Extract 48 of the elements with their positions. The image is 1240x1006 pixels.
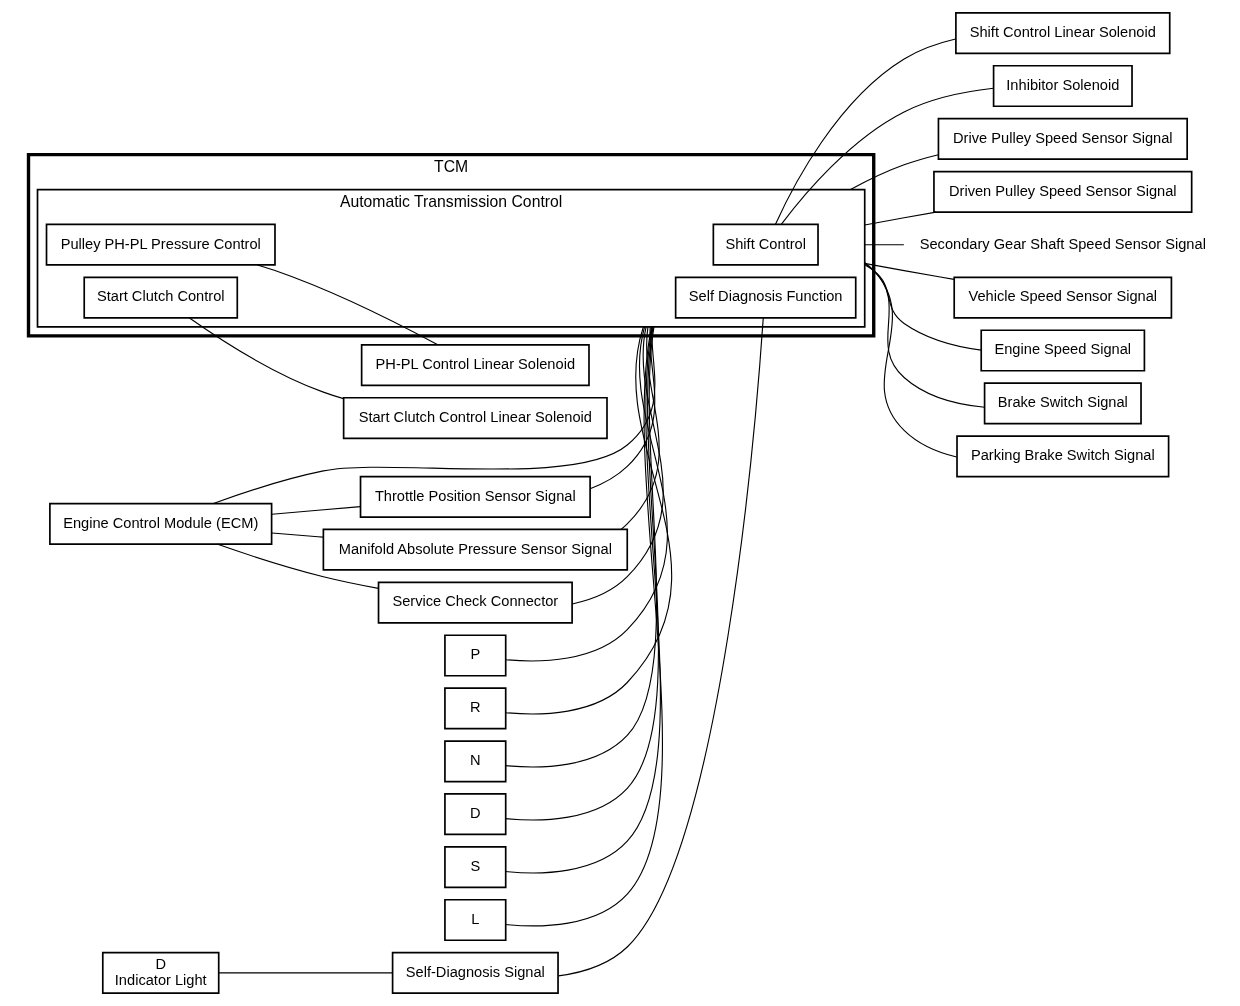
node-box: P xyxy=(443,634,507,677)
connector xyxy=(571,326,664,605)
connector xyxy=(780,87,994,225)
connector xyxy=(863,262,957,458)
node-text: Secondary Gear Shaft Speed Sensor Signal xyxy=(919,235,1206,252)
node-box: Service Check Connector xyxy=(377,581,573,624)
node-box: Engine Control Module (ECM) xyxy=(48,502,272,545)
node-box: Self Diagnosis Function xyxy=(674,276,857,319)
connector xyxy=(863,211,937,226)
connector xyxy=(217,972,393,974)
node-box: Manifold Absolute Pressure Sensor Signal xyxy=(322,528,628,571)
node-box: R xyxy=(443,687,507,730)
connector xyxy=(212,326,655,505)
connector xyxy=(188,317,344,400)
node-box: D xyxy=(443,793,507,836)
connector xyxy=(256,264,438,346)
node-box: S xyxy=(443,846,507,889)
node-box: Start Clutch Control xyxy=(82,276,238,319)
node-box: D Indicator Light xyxy=(101,951,220,994)
connector xyxy=(504,326,668,662)
connector xyxy=(849,154,939,191)
node-box: Parking Brake Switch Signal xyxy=(955,435,1169,478)
node-box: Drive Pulley Speed Sensor Signal xyxy=(937,117,1188,160)
node-box: Vehicle Speed Sensor Signal xyxy=(952,276,1172,319)
node-box: Throttle Position Sensor Signal xyxy=(359,475,591,518)
node-box: Driven Pulley Speed Sensor Signal xyxy=(932,170,1192,213)
node-box: Shift Control Linear Solenoid xyxy=(954,12,1171,55)
connector xyxy=(215,543,379,589)
connector xyxy=(619,326,660,530)
connector xyxy=(270,532,323,538)
node-box: Inhibitor Solenoid xyxy=(992,64,1133,108)
node-box: Engine Speed Signal xyxy=(979,329,1145,372)
connector xyxy=(863,264,982,351)
node-box: Pulley PH-PL Pressure Control xyxy=(45,223,276,266)
connector xyxy=(589,326,655,490)
node-box: Self-Diagnosis Signal xyxy=(391,951,559,994)
connector xyxy=(863,262,985,408)
connector xyxy=(774,38,956,225)
node-box: Start Clutch Control Linear Solenoid xyxy=(342,396,608,440)
connector xyxy=(863,244,904,246)
node-box: L xyxy=(443,898,507,942)
node-box: Shift Control xyxy=(712,223,819,266)
connector xyxy=(557,317,764,977)
node-box: N xyxy=(443,740,507,783)
connector xyxy=(270,506,361,515)
node-box: Brake Switch Signal xyxy=(983,382,1142,425)
node-box: PH-PL Control Linear Solenoid xyxy=(360,344,590,387)
connector xyxy=(504,326,672,715)
